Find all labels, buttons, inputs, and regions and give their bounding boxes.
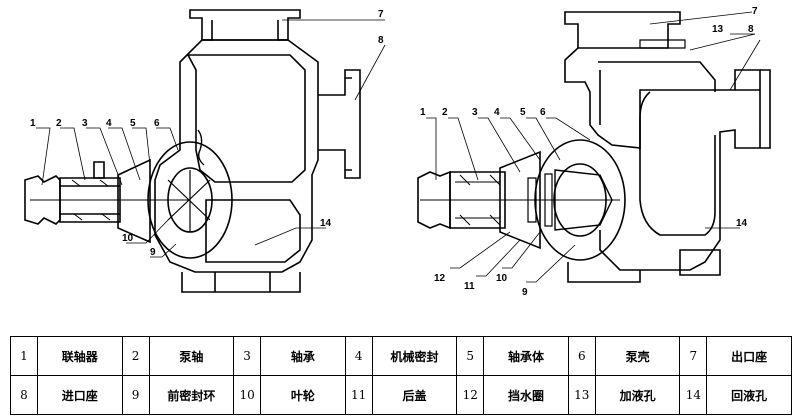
part-name: 泵轴 (148, 336, 235, 376)
part-number: 8 (10, 375, 38, 415)
callout-5: 5 (520, 107, 526, 118)
part-number: 1 (10, 336, 38, 376)
left-bearing-body (117, 158, 151, 244)
left-pump-casing (154, 39, 319, 273)
callout-4: 4 (494, 107, 500, 118)
left-leader-lines (36, 19, 386, 258)
callout-10: 10 (122, 233, 134, 244)
part-number: 4 (344, 336, 373, 376)
right-pump-casing (564, 47, 761, 271)
left-callouts: 1 2 3 4 5 6 7 8 10 9 14 (30, 9, 384, 258)
callout-10: 10 (496, 273, 508, 284)
part-name: 前密封环 (148, 375, 235, 415)
part-number: 9 (121, 375, 150, 415)
part-name: 叶轮 (260, 375, 346, 415)
right-bearing-body (499, 150, 541, 250)
right-leader-lines (426, 11, 761, 283)
callout-12: 12 (434, 273, 446, 284)
callout-6: 6 (540, 107, 546, 118)
callout-3: 3 (472, 107, 478, 118)
part-name: 加液孔 (594, 375, 681, 415)
part-number: 2 (121, 336, 150, 376)
part-number: 10 (233, 375, 262, 415)
left-coupling (24, 175, 61, 225)
callout-11: 11 (464, 281, 475, 292)
part-name: 联轴器 (37, 336, 123, 376)
left-pump-view (24, 9, 361, 293)
callout-8: 8 (378, 35, 384, 46)
callout-6: 6 (154, 118, 160, 129)
part-name: 挡水圈 (483, 375, 569, 415)
callout-13: 13 (712, 24, 724, 35)
callout-1: 1 (30, 118, 36, 129)
callout-5: 5 (130, 118, 136, 129)
right-outlet-flange (564, 11, 681, 49)
callout-2: 2 (442, 107, 448, 118)
part-name: 回液孔 (706, 375, 792, 415)
callout-7: 7 (378, 9, 384, 20)
part-number: 5 (456, 336, 485, 376)
part-name: 机械密封 (371, 336, 458, 376)
callout-14: 14 (320, 218, 332, 229)
part-number: 14 (679, 375, 708, 415)
callout-9: 9 (522, 287, 528, 298)
part-number: 11 (344, 375, 373, 415)
callout-14: 14 (736, 218, 748, 229)
part-number: 6 (567, 336, 596, 376)
callout-1: 1 (420, 107, 426, 118)
right-inlet-flange (735, 69, 771, 149)
part-number: 7 (679, 336, 708, 376)
part-name: 泵壳 (594, 336, 681, 376)
callout-4: 4 (106, 118, 112, 129)
part-number: 13 (567, 375, 596, 415)
callout-2: 2 (56, 118, 62, 129)
table-row: 1 联轴器 2 泵轴 3 轴承 4 机械密封 5 轴承体 6 泵壳 7 出口座 (10, 336, 792, 376)
part-number: 3 (233, 336, 262, 376)
callout-9: 9 (150, 247, 156, 258)
callout-3: 3 (82, 118, 88, 129)
right-pump-view (417, 11, 771, 283)
part-name: 后盖 (371, 375, 458, 415)
part-name: 进口座 (37, 375, 123, 415)
right-callouts: 7 13 8 1 2 3 4 5 6 14 12 11 10 9 (420, 6, 758, 298)
left-inlet-flange (318, 69, 361, 179)
right-impeller (554, 169, 613, 231)
callout-7: 7 (752, 6, 758, 17)
part-name: 轴承 (260, 336, 346, 376)
table-row: 8 进口座 9 前密封环 10 叶轮 11 后盖 12 挡水圈 13 加液孔 1… (10, 375, 792, 415)
part-name: 出口座 (706, 336, 792, 376)
left-outlet-flange (189, 9, 301, 41)
part-name: 轴承体 (483, 336, 569, 376)
right-coupling (417, 170, 451, 230)
callout-8: 8 (748, 24, 754, 35)
part-number: 12 (456, 375, 485, 415)
parts-table: 1 联轴器 2 泵轴 3 轴承 4 机械密封 5 轴承体 6 泵壳 7 出口座 … (10, 336, 792, 415)
